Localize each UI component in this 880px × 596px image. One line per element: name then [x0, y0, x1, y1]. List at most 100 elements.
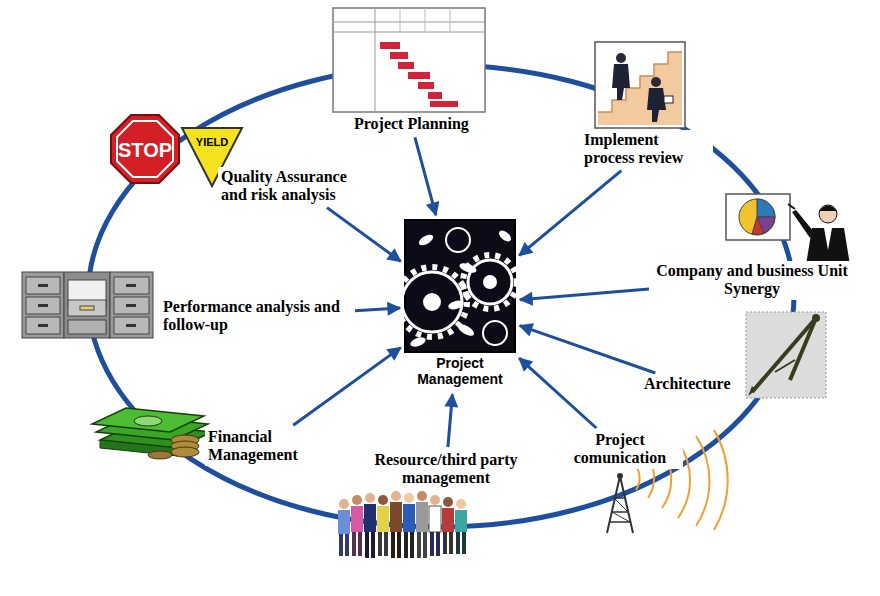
file-cabinet-icon: [22, 272, 153, 338]
file-cabinet-icon-part: [64, 272, 110, 338]
file-cabinet-icon-part: [114, 277, 149, 294]
people-icon-part: [423, 532, 427, 558]
node-text: Company and business Unit Synergy: [655, 262, 849, 299]
people-icon-part: [430, 532, 434, 556]
gantt-chart-icon-part: [398, 62, 414, 69]
stop-yield-icon-part: [111, 115, 179, 183]
pie-presenter-icon-part: [819, 206, 837, 212]
people-icon-part: [391, 491, 401, 501]
compass-icon-part: [748, 386, 756, 396]
radio-tower-icon-part: [714, 430, 728, 530]
people-icon-part: [365, 532, 369, 558]
people-icon-part: [397, 532, 401, 558]
topic-node: Quality Assurance and risk analysis: [218, 167, 378, 206]
node-text: Implement process review: [584, 131, 710, 168]
node-text: Architecture: [644, 375, 730, 393]
stop-yield-icon-part: [117, 121, 173, 177]
people-icon-part: [456, 499, 466, 509]
topic-node: Resource/third party management: [355, 450, 537, 489]
topic-node: Project Planning: [351, 114, 472, 134]
people-icon-part: [351, 506, 363, 532]
gantt-chart-icon-part: [428, 92, 442, 99]
file-cabinet-icon-part: [126, 284, 136, 287]
money-icon-part: [134, 416, 162, 426]
people-icon-part: [442, 508, 454, 532]
node-text: Performance analysis and follow-up: [163, 298, 349, 335]
compass-icon-part: [812, 314, 820, 322]
node-text: Resource/third party management: [358, 451, 534, 488]
people-icon-part: [352, 532, 356, 556]
staircase-icon-part: [612, 64, 630, 100]
people-icon-part: [456, 532, 460, 554]
people-icon-part: [417, 532, 421, 558]
radio-tower-icon-part: [607, 476, 620, 533]
radio-tower-icon-part: [612, 511, 628, 513]
file-cabinet-icon-part: [38, 324, 48, 327]
staircase-icon-part: [664, 96, 673, 103]
flow-arrow: [293, 348, 400, 426]
file-cabinet-icon-part: [26, 277, 60, 294]
people-icon-part: [371, 532, 375, 558]
flow-arrow: [327, 208, 401, 262]
people-icon-part: [443, 497, 453, 507]
gears-image-part: [468, 260, 512, 304]
pie-presenter-icon-part: [819, 205, 837, 223]
people-icon-part: [391, 532, 395, 558]
compass-icon-part: [746, 312, 826, 398]
gears-image-part: [456, 322, 476, 338]
file-cabinet-icon-part: [114, 317, 149, 334]
sign-text: YIELD: [196, 136, 228, 148]
gears-image-part: [483, 321, 507, 345]
radio-tower-icon-part: [614, 498, 628, 512]
topic-node: Financial Management: [205, 427, 323, 466]
pie-presenter-icon-part: [757, 199, 775, 217]
gears-image-part: [397, 267, 467, 337]
people-icon-part: [377, 506, 389, 532]
gantt-chart-icon-part: [333, 8, 485, 112]
people-icon-part: [358, 532, 362, 556]
people-icon-part: [345, 534, 349, 556]
flow-arrow: [520, 326, 656, 373]
radio-tower-icon-part: [620, 476, 633, 533]
people-icon-part: [352, 495, 362, 505]
gears-image: [397, 220, 517, 352]
people-icon-part: [364, 504, 376, 532]
flow-arrow: [415, 137, 436, 215]
pie-presenter-icon-part: [792, 210, 814, 238]
radio-tower-icon-part: [696, 436, 709, 526]
node-text: Project Management: [405, 356, 515, 387]
gantt-chart-icon-part: [425, 8, 426, 32]
money-icon-part: [148, 451, 172, 459]
node-text: Project Planning: [354, 115, 469, 133]
staircase-icon-part: [647, 88, 666, 122]
flow-arrow: [519, 171, 621, 256]
gears-image-part: [423, 293, 441, 311]
compass-icon-part: [790, 318, 816, 380]
gears-image-part: [483, 275, 497, 289]
file-cabinet-icon-part: [38, 284, 48, 287]
people-icon-part: [443, 532, 447, 554]
staircase-icon: [595, 42, 685, 128]
staircase-icon-part: [598, 52, 682, 125]
people-icon-part: [416, 502, 428, 532]
radio-tower-icon-part: [614, 497, 626, 499]
gears-image-part: [463, 255, 517, 309]
compass-icon-part: [775, 360, 795, 372]
file-cabinet-icon-part: [80, 306, 94, 310]
radio-tower-icon-part: [612, 512, 630, 522]
file-cabinet-icon-part: [126, 304, 136, 307]
file-cabinet-icon-part: [38, 304, 48, 307]
file-cabinet-icon-part: [22, 272, 64, 338]
people-icon-part: [390, 502, 402, 532]
topic-node: Project comunication: [557, 430, 683, 469]
stop-yield-icon-part: [115, 119, 175, 179]
gears-image-part: [417, 233, 435, 248]
people-icon-part: [339, 499, 349, 509]
gantt-chart-icon-part: [400, 8, 401, 32]
money-icon-part: [92, 408, 204, 432]
sign-text: STOP: [118, 139, 172, 162]
flow-arrow: [520, 289, 649, 300]
pie-presenter-icon-part: [788, 204, 795, 209]
money-icon-part: [171, 447, 199, 457]
